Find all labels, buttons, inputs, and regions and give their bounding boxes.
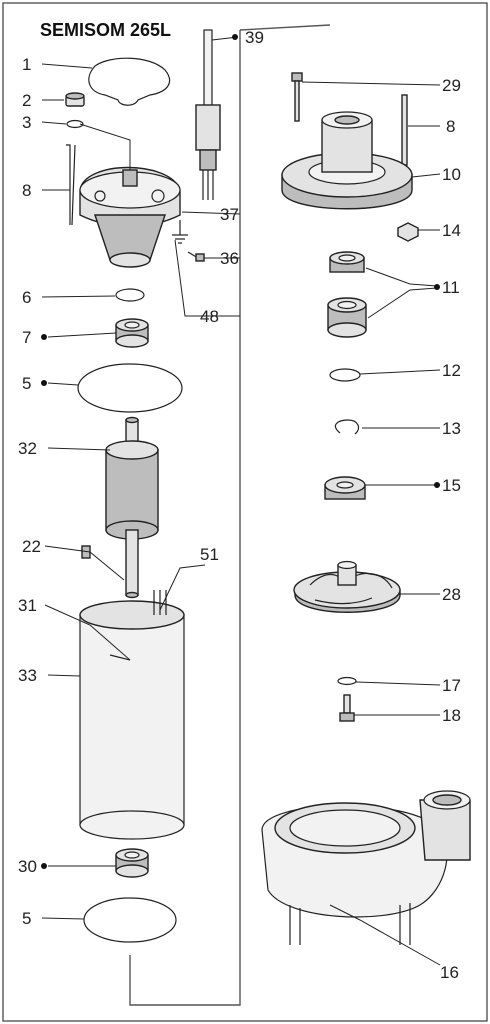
part-17-washer: [337, 676, 357, 686]
label-28: 28: [442, 585, 461, 604]
label-51: 51: [200, 545, 219, 564]
part-48-earth-symbol: [172, 220, 188, 244]
label-1: 1: [22, 55, 31, 74]
label-3: 3: [22, 113, 31, 132]
part-16-pump-casing: [261, 790, 471, 945]
label-2: 2: [22, 91, 31, 110]
label-31: 31: [18, 596, 37, 615]
label-7: 7: [22, 328, 31, 347]
part-33-stator-housing: [79, 590, 185, 840]
divider-line: [129, 30, 241, 1006]
label-37: 37: [220, 205, 239, 224]
part-motor-cover: [79, 166, 181, 268]
label-32: 32: [18, 439, 37, 458]
part-32-rotor-shaft: [105, 416, 159, 599]
part-5-o-ring-top: [77, 363, 183, 413]
label-8-right: 8: [446, 117, 455, 136]
part-15-seal-ring: [324, 476, 366, 500]
label-30: 30: [18, 857, 37, 876]
label-12: 12: [442, 361, 461, 380]
part-5-o-ring-bottom: [83, 897, 177, 943]
part-28-impeller: [293, 560, 401, 613]
part-8-rod-right: [401, 94, 408, 166]
label-22: 22: [22, 537, 41, 556]
label-6: 6: [22, 288, 31, 307]
label-13: 13: [442, 419, 461, 438]
label-10: 10: [442, 165, 461, 184]
label-18: 18: [442, 706, 461, 725]
label-5-bottom: 5: [22, 909, 31, 928]
part-39-cable-gland: [195, 29, 221, 200]
label-11: 11: [442, 278, 460, 297]
part-29-bolt: [291, 72, 303, 122]
label-16: 16: [440, 963, 459, 982]
part-1-cover-gasket: [88, 57, 171, 106]
part-7-bearing: [115, 318, 149, 348]
part-10-seal-housing: [281, 111, 413, 210]
part-8-handle-rod-left: [66, 144, 76, 226]
part-14-nut: [397, 222, 419, 242]
label-17: 17: [442, 676, 461, 695]
divider-top: [239, 24, 331, 31]
label-8-left: 8: [22, 181, 31, 200]
label-36: 36: [220, 249, 239, 268]
part-12-washer: [329, 368, 361, 382]
diagram-title: SEMISOM 265L: [40, 20, 171, 40]
label-39: 39: [245, 28, 264, 47]
part-36-screw: [187, 251, 205, 262]
part-18-bolt: [339, 694, 355, 722]
label-15: 15: [442, 476, 461, 495]
part-3-o-ring: [66, 119, 84, 129]
label-5-top: 5: [22, 374, 31, 393]
part-30-bearing: [115, 848, 149, 878]
part-13-circlip: [334, 419, 360, 435]
label-29: 29: [442, 76, 461, 95]
part-11-mechanical-seal: [327, 251, 367, 338]
label-33: 33: [18, 666, 37, 685]
leader-lines: [41, 36, 441, 966]
part-2-plug: [65, 92, 85, 107]
part-6-washer: [115, 288, 145, 302]
leader-dots: [41, 34, 440, 869]
label-14: 14: [442, 221, 461, 240]
label-48: 48: [200, 307, 219, 326]
